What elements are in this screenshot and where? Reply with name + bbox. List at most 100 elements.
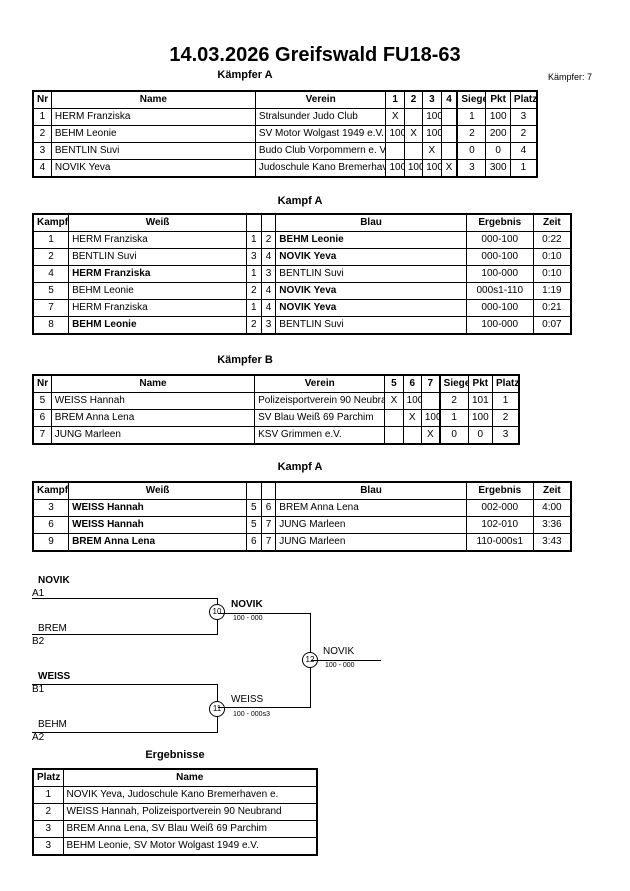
- col-name: Name: [50, 374, 256, 393]
- seed-2-name: BREM: [38, 623, 67, 634]
- result-name: NOVIK Yeva, Judoschule Kano Bremerhaven …: [62, 786, 318, 804]
- table-cell: BEHM Leonie: [50, 125, 256, 143]
- blue-number: 7: [260, 516, 277, 534]
- fight-number: 4: [32, 265, 70, 283]
- col-wn: [246, 213, 262, 232]
- table-cell: [385, 142, 405, 160]
- fight-time: 0:22: [532, 231, 572, 249]
- page-title: 14.03.2026 Greifswald FU18-63: [169, 44, 461, 66]
- white-fighter: WEISS Hannah: [68, 499, 248, 517]
- col-bn: [260, 213, 277, 232]
- blue-number: 2: [260, 231, 277, 249]
- white-fighter: BREM Anna Lena: [68, 533, 248, 552]
- fighter-count: Kämpfer: 7: [548, 72, 593, 82]
- seed-4-label: A2: [32, 732, 45, 743]
- col-platz: Platz: [32, 768, 64, 787]
- white-fighter: BEHM Leonie: [68, 316, 248, 335]
- fight-number: 5: [32, 282, 70, 300]
- blue-fighter: JUNG Marleen: [275, 516, 467, 534]
- table-cell: KSV Grimmen e.V.: [254, 426, 386, 445]
- fight-number: 9: [32, 533, 70, 552]
- table-cell: 300: [485, 159, 511, 178]
- white-fighter: BENTLIN Suvi: [68, 248, 248, 266]
- table-cell: 1: [492, 392, 520, 410]
- fight-time: 3:36: [532, 516, 572, 534]
- results-title: Ergebnisse: [145, 749, 205, 761]
- table-cell: 1: [509, 159, 538, 178]
- col-name: Name: [62, 768, 318, 787]
- match-11: 11: [209, 701, 225, 717]
- fight-result: 000-100: [465, 248, 534, 266]
- fight-result: 110-000s1: [465, 533, 534, 552]
- col-wn: [246, 481, 262, 500]
- fight-number: 1: [32, 231, 70, 249]
- col-pkt: Pkt: [485, 90, 511, 109]
- white-fighter: HERM Franziska: [68, 265, 248, 283]
- table-cell: 100: [403, 159, 424, 178]
- col-verein: Verein: [254, 374, 386, 393]
- blue-fighter: BEHM Leonie: [275, 231, 467, 249]
- table-cell: [402, 426, 422, 445]
- col-zeit: Zeit: [532, 213, 572, 232]
- result-place: 2: [32, 803, 64, 821]
- white-fighter: WEISS Hannah: [68, 516, 248, 534]
- fight-number: 8: [32, 316, 70, 335]
- blue-fighter: NOVIK Yeva: [275, 248, 467, 266]
- seed-3-label: B1: [32, 684, 45, 695]
- table-cell: Stralsunder Judo Club: [254, 108, 387, 126]
- kampf-a-title: Kampf A: [277, 195, 323, 207]
- kampf-b-header: Kampf Weiß Blau Ergebnis Zeit: [32, 481, 572, 500]
- fight-number: 3: [32, 499, 70, 517]
- blue-fighter: BENTLIN Suvi: [275, 316, 467, 335]
- table-cell: 2: [492, 409, 520, 427]
- fight-result: 000-100: [465, 299, 534, 317]
- col-3: 3: [422, 90, 442, 109]
- pool-b-header: Nr Name Verein 5 6 7 Siege Pkt Platz: [32, 374, 520, 393]
- white-number: 5: [246, 499, 262, 517]
- fight-time: 0:21: [532, 299, 572, 317]
- col-nr: Nr: [32, 374, 52, 393]
- table-cell: [403, 142, 424, 160]
- match-10-result: 100 - 000: [233, 615, 263, 622]
- col-weiss: Weiß: [68, 481, 248, 500]
- table-cell: X: [384, 392, 404, 410]
- blue-fighter: BREM Anna Lena: [275, 499, 467, 517]
- table-cell: 3: [32, 142, 52, 160]
- table-cell: SV Motor Wolgast 1949 e.V.: [254, 125, 387, 143]
- white-fighter: HERM Franziska: [68, 231, 248, 249]
- white-number: 5: [246, 516, 262, 534]
- col-siege: Siege: [438, 374, 469, 393]
- col-siege: Siege: [456, 90, 487, 109]
- white-fighter: BEHM Leonie: [68, 282, 248, 300]
- white-number: 6: [246, 533, 262, 552]
- table-cell: 0: [438, 426, 469, 445]
- fight-time: 0:10: [532, 248, 572, 266]
- result-place: 3: [32, 820, 64, 838]
- fight-result: 102-010: [465, 516, 534, 534]
- fight-time: 1:19: [532, 282, 572, 300]
- table-cell: 0: [467, 426, 494, 445]
- table-cell: 0: [485, 142, 511, 160]
- col-blau: Blau: [275, 481, 467, 500]
- col-kampf: Kampf: [32, 481, 70, 500]
- table-cell: [384, 409, 404, 427]
- col-1: 1: [385, 90, 405, 109]
- col-weiss: Weiß: [68, 213, 248, 232]
- match-12: 12: [302, 652, 318, 668]
- table-cell: X: [420, 426, 441, 445]
- table-cell: [403, 108, 424, 126]
- table-cell: 100: [467, 409, 494, 427]
- pool-a-table: Nr Name Verein 1 2 3 4 Siege Pkt Platz 1…: [32, 90, 538, 178]
- fight-result: 100-000: [465, 316, 534, 335]
- seed-3-name: WEISS: [38, 671, 71, 682]
- table-cell: 6: [32, 409, 52, 427]
- blue-number: 4: [260, 299, 277, 317]
